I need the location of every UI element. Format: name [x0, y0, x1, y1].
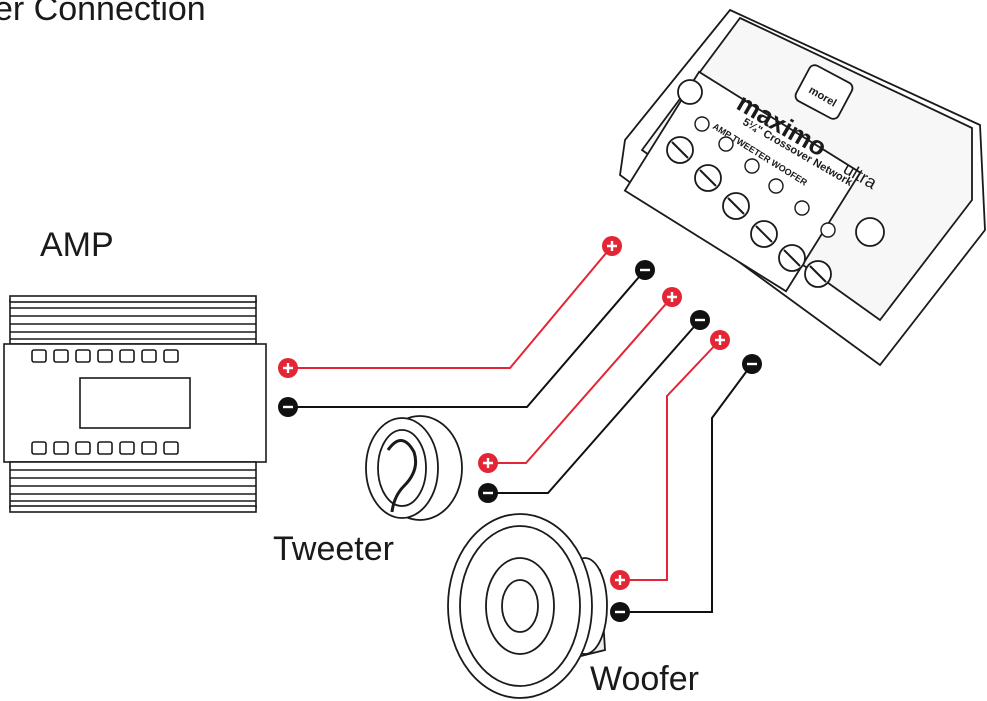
amp-top-heatsink [9, 299, 257, 345]
woofer-negative-wire [620, 363, 753, 613]
amp-top-buttons [31, 349, 179, 363]
minus-terminal-icon [635, 260, 655, 280]
tweeter-label: Tweeter [273, 530, 394, 568]
wires [288, 245, 753, 613]
crossover-network [619, 8, 986, 367]
minus-terminal-icon [610, 602, 630, 622]
tweeter [365, 415, 463, 521]
amp-display [79, 377, 191, 429]
terminal-markers [278, 236, 762, 622]
amp-label: AMP [40, 226, 114, 264]
amp-bottom-buttons [31, 441, 179, 455]
polarity-marks [694, 116, 836, 238]
tweeter-positive-wire [488, 296, 673, 464]
plus-terminal-icon [610, 570, 630, 590]
woofer-dust-cap [501, 579, 539, 633]
plus-terminal-icon [662, 287, 682, 307]
amp-negative-wire [288, 269, 646, 408]
minus-terminal-icon [742, 354, 762, 374]
plus-terminal-icon [710, 330, 730, 350]
tweeter-negative-wire [488, 319, 701, 494]
amplifier [3, 295, 267, 513]
minus-terminal-icon [690, 310, 710, 330]
mount-hole-left [677, 79, 703, 105]
plus-terminal-icon [478, 453, 498, 473]
diagram-title: er Connection [0, 0, 206, 28]
woofer [447, 513, 608, 699]
minus-terminal-icon [478, 483, 498, 503]
mount-hole-right [855, 217, 885, 247]
minus-terminal-icon [278, 397, 298, 417]
woofer-positive-wire [620, 339, 721, 581]
morel-logo [794, 64, 854, 120]
terminal-screw-slots [671, 141, 827, 283]
plus-terminal-icon [602, 236, 622, 256]
plus-terminal-icon [278, 358, 298, 378]
woofer-label: Woofer [590, 660, 699, 698]
amp-positive-wire [288, 245, 613, 369]
